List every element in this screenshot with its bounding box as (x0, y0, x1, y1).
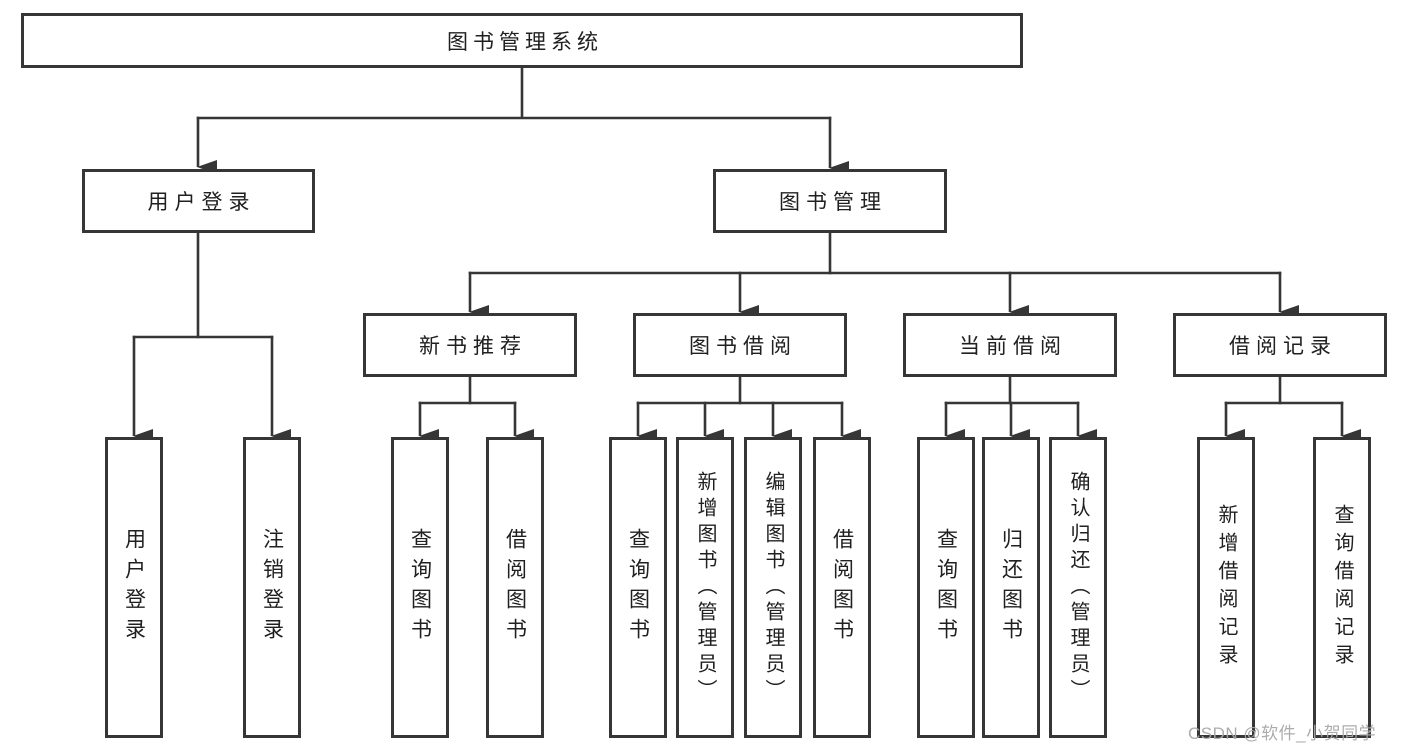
node-book-management: 图书管理 (713, 169, 947, 233)
node-leaf-cb-return-books: 归还图书 (982, 437, 1040, 738)
node-leaf-user-login: 用户登录 (105, 437, 163, 738)
node-label: 当前借阅 (959, 335, 1067, 358)
node-borrow-records: 借阅记录 (1173, 313, 1387, 377)
node-leaf-logout: 注销登录 (243, 437, 301, 738)
node-label: 借阅图书 (503, 527, 527, 648)
node-label: 编辑图书（管理员） (762, 470, 784, 705)
node-label: 借阅图书 (830, 527, 854, 648)
node-label: 确认归还（管理员） (1067, 470, 1089, 705)
node-current-borrow: 当前借阅 (903, 313, 1117, 377)
node-label: 归还图书 (999, 527, 1023, 648)
node-label: 用户登录 (147, 191, 256, 214)
node-label: 查询图书 (408, 527, 432, 648)
node-label: 查询图书 (626, 527, 650, 648)
csdn-watermark: CSDN @软件_小贺同学 (1188, 724, 1377, 743)
node-label: 查询借阅记录 (1331, 503, 1353, 672)
node-leaf-bw-add-books: 新增图书（管理员） (676, 437, 734, 738)
node-leaf-br-query-record: 查询借阅记录 (1313, 437, 1371, 738)
node-label: 借阅记录 (1229, 335, 1337, 358)
node-leaf-nb-query-books: 查询图书 (391, 437, 449, 738)
node-label: 查询图书 (934, 527, 958, 648)
node-library-management-system: 图书管理系统 (21, 13, 1023, 68)
node-label: 注销登录 (260, 527, 284, 648)
node-leaf-bw-edit-books: 编辑图书（管理员） (744, 437, 802, 738)
node-label: 图书借阅 (689, 335, 797, 358)
node-label: 用户登录 (122, 527, 146, 648)
node-book-borrow: 图书借阅 (633, 313, 847, 377)
node-leaf-br-add-record: 新增借阅记录 (1197, 437, 1255, 738)
node-new-book-recommend: 新书推荐 (363, 313, 577, 377)
node-leaf-cb-confirm-return: 确认归还（管理员） (1049, 437, 1107, 738)
node-leaf-bw-borrow-books: 借阅图书 (813, 437, 871, 738)
node-leaf-cb-query-books: 查询图书 (917, 437, 975, 738)
node-user-login: 用户登录 (82, 169, 315, 233)
node-label: 图书管理 (779, 191, 887, 214)
node-leaf-nb-borrow-books: 借阅图书 (486, 437, 544, 738)
node-label: 新增借阅记录 (1215, 503, 1237, 672)
node-label: 图书管理系统 (447, 30, 603, 54)
node-label: 新增图书（管理员） (694, 470, 716, 705)
node-label: 新书推荐 (419, 335, 527, 358)
node-leaf-bw-query-books: 查询图书 (609, 437, 667, 738)
